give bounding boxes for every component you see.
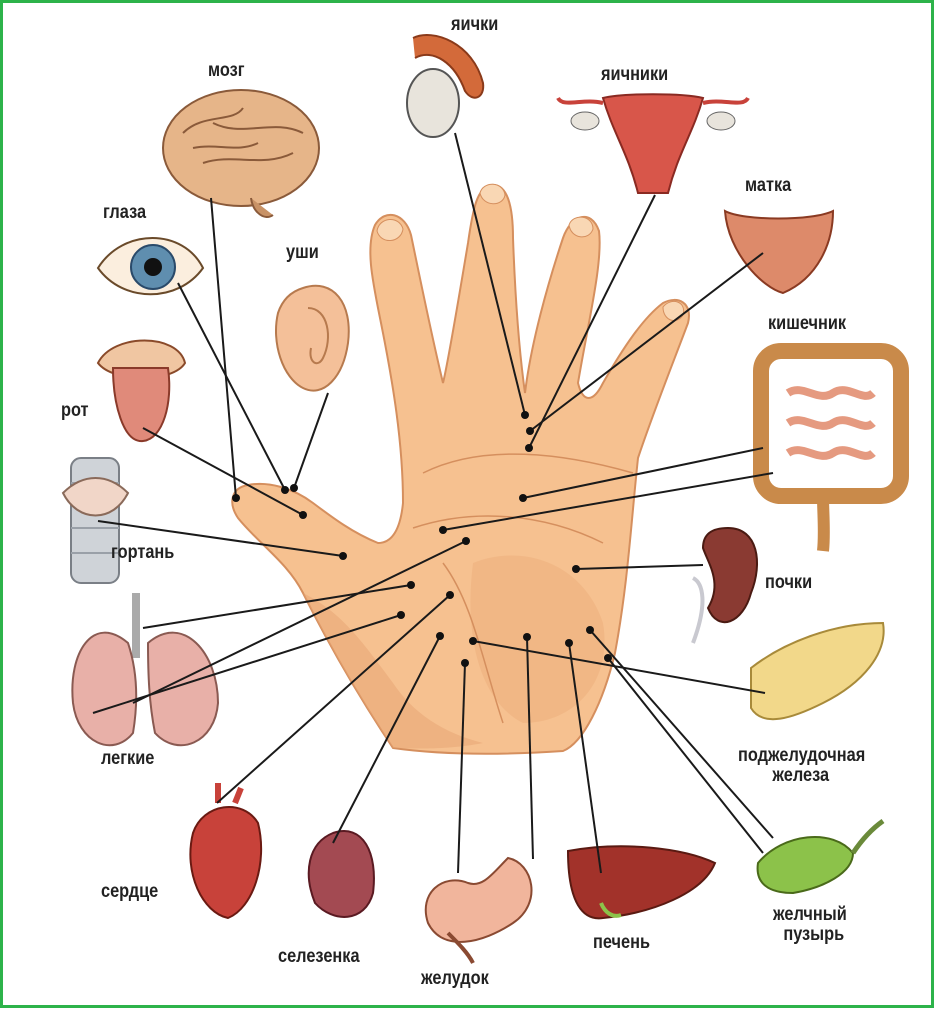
- pointer-brain: [211, 198, 236, 498]
- point-eyes: [281, 486, 289, 494]
- label-intestine: кишечник: [768, 314, 846, 334]
- larynx-illustration: [63, 458, 128, 583]
- pointer-mouth: [143, 428, 303, 515]
- kidney-illustration: [693, 528, 757, 643]
- point-ovaries: [525, 444, 533, 452]
- label-pancreas-line2: железа: [738, 766, 865, 786]
- label-stomach: желудок: [421, 969, 489, 989]
- fingernail-pinky: [663, 301, 684, 320]
- stomach-illustration: [426, 858, 532, 963]
- label-pancreas-line1: поджелудочная: [738, 746, 865, 766]
- point-liver-1: [523, 633, 531, 641]
- point-lungs-3: [462, 537, 470, 545]
- point-brain: [232, 494, 240, 502]
- point-gallbladder-2: [604, 654, 612, 662]
- lungs-illustration: [72, 593, 218, 745]
- testicle-illustration: [407, 35, 483, 137]
- spleen-illustration: [309, 831, 374, 917]
- point-intestine-2: [439, 526, 447, 534]
- heart-illustration: [190, 783, 261, 918]
- pancreas-illustration: [751, 623, 884, 719]
- point-stomach: [461, 659, 469, 667]
- point-lungs-2: [397, 611, 405, 619]
- point-ears: [290, 484, 298, 492]
- intestine-illustration: [761, 351, 901, 551]
- label-eyes: глаза: [103, 203, 146, 223]
- point-liver-2: [565, 639, 573, 647]
- label-spleen: селезенка: [278, 947, 360, 967]
- label-testicles: яички: [451, 15, 498, 35]
- label-gallbladder-line1: желчный: [773, 905, 847, 925]
- label-lungs: легкие: [101, 749, 154, 769]
- liver-illustration: [568, 846, 715, 918]
- hand-reflexology-diagram: [3, 3, 934, 1011]
- label-ears: уши: [286, 243, 319, 263]
- label-larynx: гортань: [111, 543, 174, 563]
- label-gallbladder-line2: пузырь: [773, 925, 847, 945]
- label-gallbladder: желчный пузырь: [773, 905, 847, 945]
- point-pancreas: [469, 637, 477, 645]
- gallbladder-illustration: [758, 821, 883, 893]
- point-heart: [446, 591, 454, 599]
- point-spleen: [436, 632, 444, 640]
- label-heart: сердце: [101, 882, 158, 902]
- ear-illustration: [276, 286, 349, 391]
- label-pancreas: поджелудочная железа: [738, 746, 865, 786]
- eye-illustration: [98, 238, 203, 294]
- point-testicles: [521, 411, 529, 419]
- label-liver: печень: [593, 933, 650, 953]
- label-brain: мозг: [208, 61, 245, 81]
- ovaries-illustration: [558, 94, 748, 193]
- label-mouth: рот: [61, 401, 89, 421]
- point-mouth: [299, 511, 307, 519]
- point-larynx: [339, 552, 347, 560]
- label-ovaries: яичники: [601, 65, 668, 85]
- label-uterus: матка: [745, 176, 791, 196]
- uterus-illustration: [725, 211, 833, 293]
- brain-illustration: [163, 90, 319, 217]
- fingernail-index: [377, 219, 403, 240]
- point-kidneys: [572, 565, 580, 573]
- point-uterus: [526, 427, 534, 435]
- point-lungs-1: [407, 581, 415, 589]
- point-intestine-1: [519, 494, 527, 502]
- label-kidneys: почки: [765, 573, 812, 593]
- point-gallbladder-1: [586, 626, 594, 634]
- pointer-gallbladder-1: [590, 630, 773, 838]
- pointer-eyes: [178, 283, 285, 490]
- mouth-illustration: [98, 341, 185, 442]
- pointer-ears: [294, 393, 328, 488]
